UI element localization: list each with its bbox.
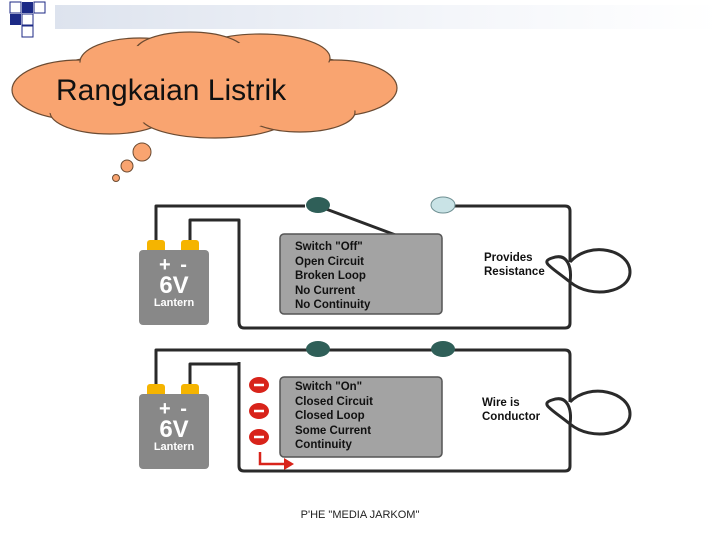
panel-line: Switch "On" <box>295 381 363 393</box>
switch-contact-dark <box>306 341 330 357</box>
closed-circuit-description: Switch "On" Closed Circuit Closed Loop S… <box>295 380 373 453</box>
slide-footer: P'HE "MEDIA JARKOM" <box>300 509 420 521</box>
wire-left-down <box>188 362 239 390</box>
resistance-loop <box>545 248 632 294</box>
resistance-label: Provides Resistance <box>484 252 545 278</box>
panel-line: Switch "Off" <box>295 241 363 253</box>
closed-circuit <box>139 341 632 473</box>
battery-name: Lantern <box>153 297 195 309</box>
panel-line: Open Circuit <box>295 255 365 268</box>
flow-arrowhead <box>284 458 294 470</box>
battery-voltage: 6V <box>159 272 189 299</box>
panel-line: Closed Loop <box>295 410 365 422</box>
battery-polarity: + - <box>159 254 189 276</box>
current-flow-markers <box>249 377 294 470</box>
flow-arrow <box>258 452 284 466</box>
wire-bottom <box>237 362 572 473</box>
switch-contact-light <box>430 196 456 214</box>
wire-top <box>154 204 305 248</box>
battery-name: Lantern <box>153 441 195 453</box>
battery-body <box>139 394 209 469</box>
open-circuit-description: Switch "Off" Open Circuit Broken Loop No… <box>295 240 370 313</box>
panel-line: Broken Loop <box>295 270 366 282</box>
battery-label: + - 6V Lantern <box>139 255 209 309</box>
panel-line: Closed Circuit <box>295 395 373 408</box>
switch-contact-dark <box>431 341 455 357</box>
header-gradient-bar <box>55 5 720 29</box>
wire-top <box>154 348 572 402</box>
thought-cloud <box>11 31 398 182</box>
wire-bottom <box>237 240 572 330</box>
status-panel <box>279 376 443 458</box>
panel-line: Continuity <box>295 439 352 451</box>
slide-title: Rangkaian Listrik <box>56 74 287 107</box>
battery-polarity: + - <box>159 398 189 420</box>
panel-line: Some Current <box>295 424 372 437</box>
conductor-label: Wire is Conductor <box>482 397 541 423</box>
switch-contact-dark <box>306 197 330 213</box>
battery-body <box>139 250 209 325</box>
conductor-loop <box>545 389 632 436</box>
open-circuit <box>139 196 632 330</box>
corner-squares-decoration <box>9 1 46 38</box>
wire-left-down <box>188 218 241 246</box>
status-panel <box>279 233 443 315</box>
panel-line: No Current <box>295 284 356 297</box>
panel-line: No Continuity <box>295 299 371 311</box>
battery-label: + - 6V Lantern <box>139 399 209 453</box>
wire-top-right <box>455 204 572 262</box>
battery-voltage: 6V <box>159 416 189 443</box>
